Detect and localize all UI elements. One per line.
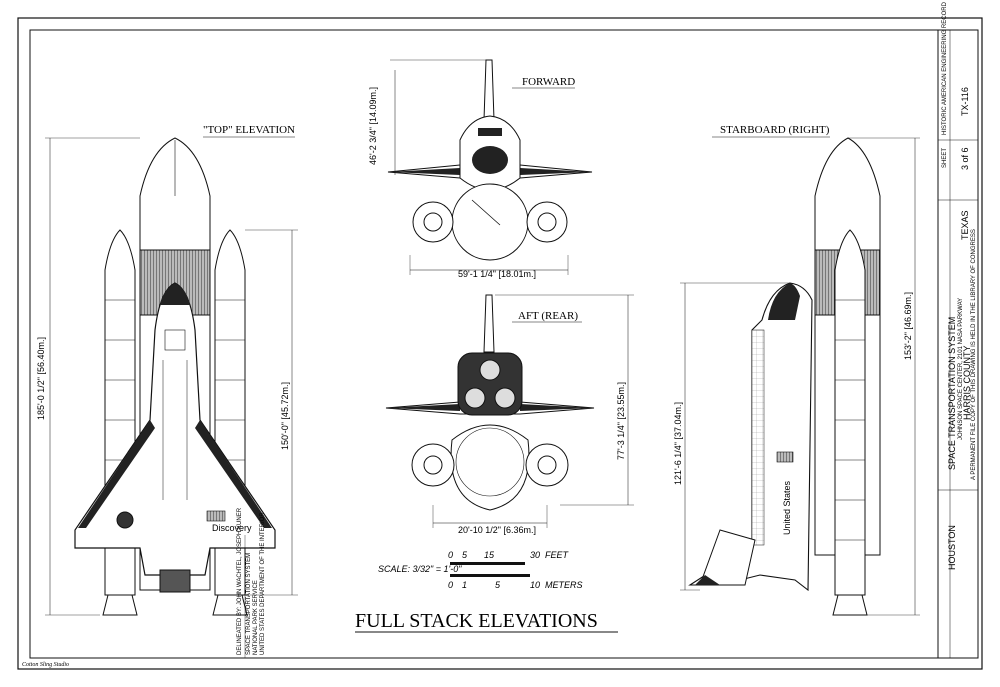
starboard-srb — [834, 229, 866, 596]
aft-tail — [483, 294, 495, 353]
outer-border — [17, 17, 983, 670]
agency-text-3: UNITED STATES DEPARTMENT OF THE INTERIOR — [260, 512, 266, 655]
meter-tick-0: 0 — [448, 580, 453, 590]
aft-tank-section — [450, 424, 530, 511]
location-text: JOHNSON SPACE CENTER, 2101 NASA PARKWAY — [958, 298, 964, 440]
nasa-logo-icon — [116, 511, 134, 529]
starboard-total-dim: 153'-2" [46.69m.] — [903, 292, 913, 360]
top-length-dim: 185'-0 1/2" [56.40m.] — [36, 337, 46, 420]
feet-tick-0: 0 — [448, 550, 453, 560]
forward-tail — [483, 59, 495, 121]
starboard-label: STARBOARD (RIGHT) — [720, 124, 830, 136]
county-text: HARRIS COUNTY — [962, 345, 972, 420]
starboard-view: United States 121'-6 1/4" [37.04m.] 153'… — [673, 124, 920, 616]
scale-label: SCALE: 3/32" = 1'-0" — [378, 564, 462, 574]
meter-tick-2: 5 — [495, 580, 501, 590]
feet-tick-1: 5 — [462, 550, 468, 560]
agency-text-1: SPACE TRANSPORTATION SYSTEM — [246, 553, 252, 655]
sheet-label: SHEET — [942, 148, 948, 168]
delineator-text: DELINEATED BY: JOHN WACHTEL, JOSEPH KUNE… — [237, 507, 243, 655]
scale-bar: SCALE: 3/32" = 1'-0" 0 5 15 30 FEET 0 1 … — [378, 550, 583, 590]
main-title: FULL STACK ELEVATIONS — [355, 610, 598, 632]
meter-tick-3: 10 — [530, 580, 540, 590]
project-title: SPACE TRANSPORTATION SYSTEM — [947, 317, 957, 470]
title-block: TX-116 HISTORIC AMERICAN ENGINEERING REC… — [937, 1, 979, 659]
studio-signature: Cotton Sling Studio — [22, 662, 69, 668]
state-text: TEXAS — [960, 210, 970, 240]
starboard-tail — [699, 529, 756, 586]
forward-tank-section — [451, 183, 529, 261]
survey-number: TX-116 — [960, 87, 970, 116]
aft-height-dim: 77'-3 1/4" [23.55m.] — [616, 382, 626, 460]
survey-label: HISTORIC AMERICAN ENGINEERING RECORD — [942, 1, 948, 135]
orbiter-name-text: Discovery — [212, 523, 252, 533]
feet-tick-2: 15 — [484, 550, 495, 560]
notice-text: A PERMANENT FILE COPY OF THIS DRAWING IS… — [971, 229, 977, 480]
forward-height-dim: 46'-2 3/4" [14.09m.] — [368, 87, 378, 165]
feet-tick-3: 30 — [530, 550, 540, 560]
sheet-number: 3 of 6 — [960, 147, 970, 170]
starboard-side-text: United States — [782, 480, 792, 535]
forward-label: FORWARD — [522, 76, 575, 88]
starboard-flag-icon — [776, 451, 794, 463]
aft-width-dim: 20'-10 1/2" [6.36m.] — [458, 525, 536, 535]
top-tank-dim: 150'-0" [45.72m.] — [280, 382, 290, 450]
meter-tick-1: 1 — [462, 580, 467, 590]
aft-label: AFT (REAR) — [518, 310, 578, 322]
top-elevation-label: "TOP" ELEVATION — [203, 124, 295, 136]
aft-view: 77'-3 1/4" [23.55m.] 20'-10 1/2" [6.36m.… — [385, 294, 634, 535]
starboard-orbiter-dim: 121'-6 1/4" [37.04m.] — [673, 402, 683, 485]
meter-unit: METERS — [545, 580, 583, 590]
forward-view: 46'-2 3/4" [14.09m.] 59'-1 1/4" [18.01m.… — [368, 59, 593, 279]
feet-unit: FEET — [545, 550, 570, 560]
us-flag-icon — [206, 510, 226, 522]
delineator-block: DELINEATED BY: JOHN WACHTEL, JOSEPH KUNE… — [237, 507, 266, 658]
agency-text-2: NATIONAL PARK SERVICE — [253, 580, 259, 655]
city-text: HOUSTON — [947, 525, 957, 570]
forward-span-dim: 59'-1 1/4" [18.01m.] — [458, 269, 536, 279]
top-elevation-view: Discovery 185'-0 1/2" [56.40m.] 150'-0" … — [36, 124, 298, 616]
